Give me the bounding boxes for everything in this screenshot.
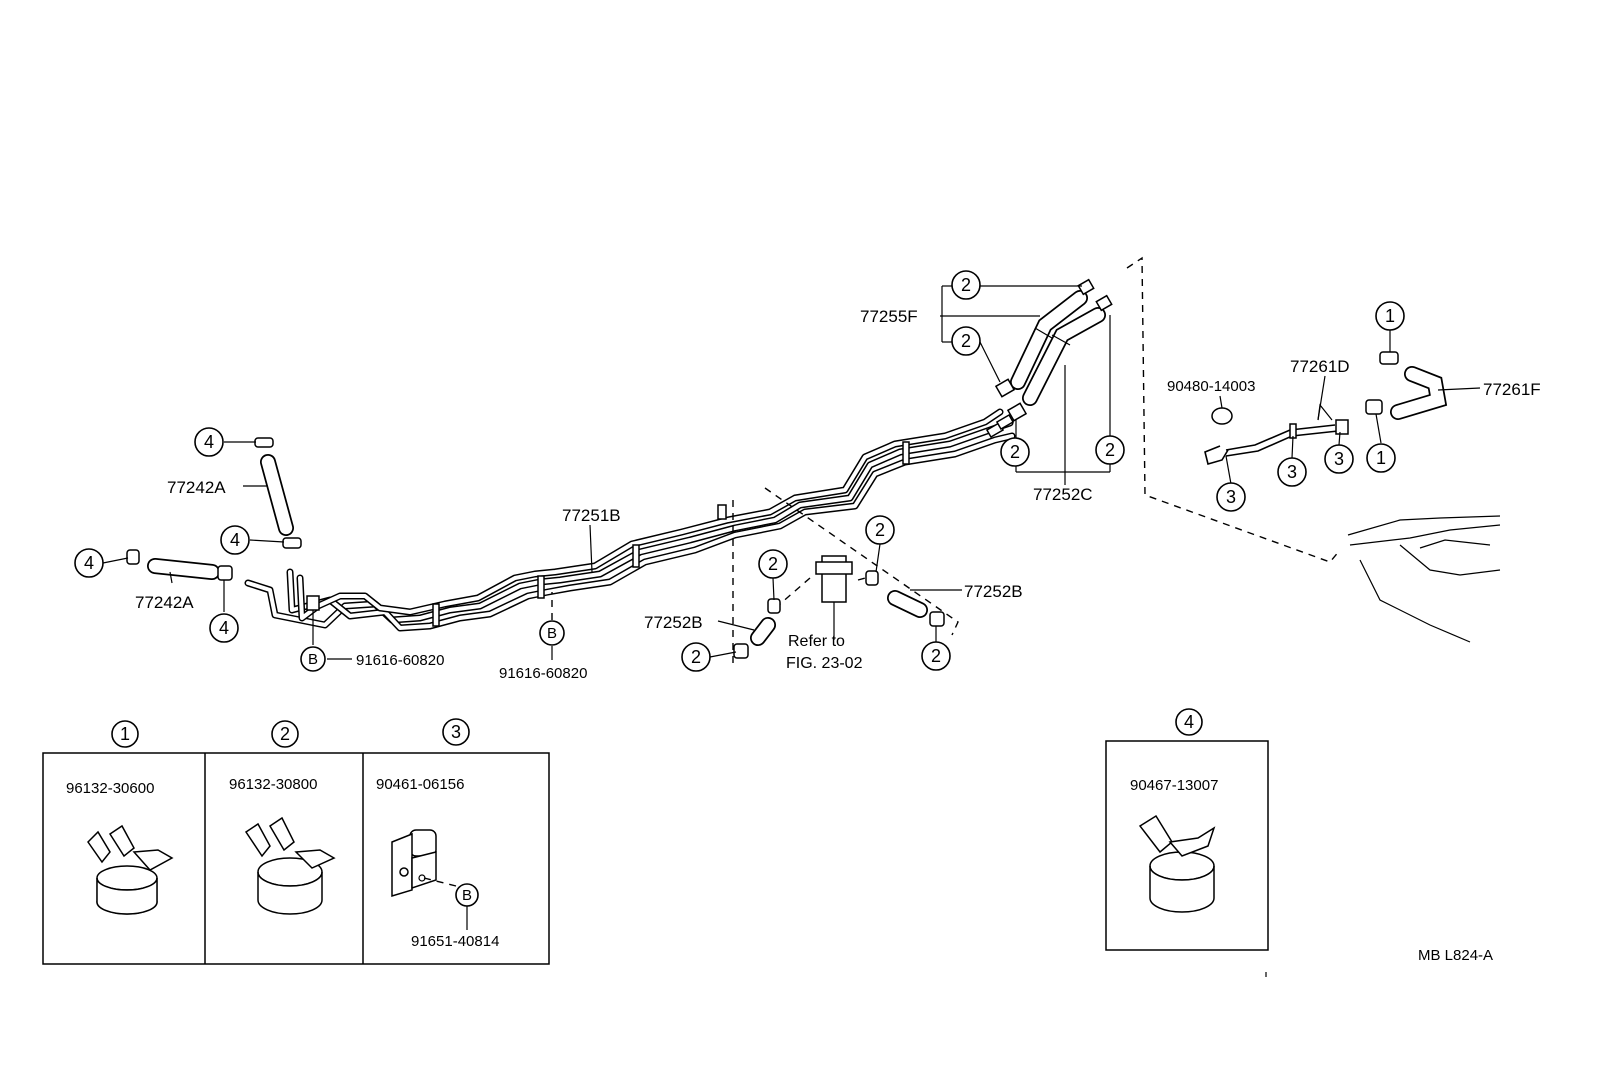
part-labels: 77242A 77242A 77251B 77252B 77252B 77255… — [135, 307, 1541, 682]
svg-text:1: 1 — [1376, 448, 1386, 468]
label-77261D: 77261D — [1290, 357, 1350, 376]
callout-2-c: 2 — [1000, 437, 1030, 467]
callout-4-c: 4 — [74, 548, 104, 578]
callout-3-a: 3 — [1216, 482, 1246, 512]
svg-text:96132-30800: 96132-30800 — [229, 776, 317, 793]
svg-text:2: 2 — [691, 647, 701, 667]
callout-4-b: 4 — [220, 525, 250, 555]
label-77261F: 77261F — [1483, 380, 1541, 399]
label-90480-14003: 90480-14003 — [1167, 378, 1255, 395]
svg-text:1: 1 — [120, 724, 130, 744]
svg-text:B: B — [462, 887, 472, 904]
svg-text:2: 2 — [1010, 442, 1020, 462]
hoses-77242A — [126, 437, 302, 581]
svg-text:2: 2 — [875, 520, 885, 540]
label-77252B-left: 77252B — [644, 613, 703, 632]
callout-3-b: 3 — [1277, 457, 1307, 487]
svg-text:4: 4 — [204, 432, 214, 452]
callout-4-d: 4 — [209, 613, 239, 643]
legend-item-4: 4 90467-13007 — [1105, 708, 1269, 951]
svg-text:3: 3 — [1287, 462, 1297, 482]
svg-text:2: 2 — [961, 331, 971, 351]
label-77252C: 77252C — [1033, 485, 1093, 504]
fuel-filter-area — [732, 487, 959, 668]
label-77242A-lower: 77242A — [135, 593, 194, 612]
tank-connection-area — [1126, 256, 1501, 643]
hose-clamp-icon — [87, 824, 174, 915]
svg-text:B: B — [308, 651, 318, 668]
callout-2-g: 2 — [681, 642, 711, 672]
callout-2-a: 2 — [951, 270, 981, 300]
svg-text:90467-13007: 90467-13007 — [1130, 777, 1218, 794]
svg-text:4: 4 — [230, 530, 240, 550]
figure-reference: FIG. 23-02 — [786, 655, 863, 672]
label-91616-60820-a: 91616-60820 — [356, 652, 444, 669]
legend-item-2: 2 96132-30800 — [229, 720, 336, 915]
label-91616-60820-b: 91616-60820 — [499, 665, 587, 682]
svg-text:96132-30600: 96132-30600 — [66, 780, 154, 797]
svg-text:90461-06156: 90461-06156 — [376, 776, 464, 793]
svg-text:3: 3 — [451, 722, 461, 742]
svg-text:3: 3 — [1226, 487, 1236, 507]
svg-text:4: 4 — [1184, 712, 1194, 732]
pipe-clamp-icon — [391, 829, 437, 898]
wire-clamp-icon — [1138, 814, 1216, 913]
label-77252B-right: 77252B — [964, 582, 1023, 601]
bolt-mark-b-b: B — [539, 620, 565, 646]
hose-clamp-icon — [244, 816, 336, 915]
callout-2-d: 2 — [1095, 435, 1125, 465]
svg-text:2: 2 — [931, 646, 941, 666]
svg-text:2: 2 — [961, 275, 971, 295]
callout-2-e: 2 — [865, 515, 895, 545]
label-77251B: 77251B — [562, 506, 621, 525]
refer-to-text: Refer to — [788, 633, 845, 650]
svg-text:2: 2 — [280, 724, 290, 744]
legend-item-1: 1 96132-30600 — [66, 720, 174, 915]
svg-text:4: 4 — [84, 553, 94, 573]
main-fuel-pipe — [244, 408, 1016, 632]
label-77255F: 77255F — [860, 307, 918, 326]
svg-text:91651-40814: 91651-40814 — [411, 933, 499, 950]
svg-text:2: 2 — [768, 554, 778, 574]
callout-2-b: 2 — [951, 326, 981, 356]
svg-text:3: 3 — [1334, 449, 1344, 469]
svg-text:2: 2 — [1105, 440, 1115, 460]
svg-text:1: 1 — [1385, 306, 1395, 326]
callout-1-b: 1 — [1366, 443, 1396, 473]
callout-4-a: 4 — [194, 427, 224, 457]
legend-item-3: 3 90461-06156 B 91651-40814 — [376, 718, 499, 950]
legend-clamps: 1 96132-30600 2 96132-30800 — [42, 718, 550, 965]
leader-lines — [102, 285, 1481, 660]
callout-3-c: 3 — [1324, 444, 1354, 474]
svg-text:B: B — [547, 625, 557, 642]
label-77242A-upper: 77242A — [167, 478, 226, 497]
callout-circles: 4 4 4 4 2 2 2 2 2 2 2 2 1 1 3 3 3 B B — [74, 270, 1405, 672]
callout-2-f: 2 — [758, 549, 788, 579]
callout-1-a: 1 — [1375, 301, 1405, 331]
upper-hoses — [994, 278, 1113, 422]
callout-2-h: 2 — [921, 641, 951, 671]
diagram-code: MB L824-A — [1418, 947, 1493, 964]
bolt-mark-b-a: B — [300, 646, 326, 672]
svg-text:4: 4 — [219, 618, 229, 638]
